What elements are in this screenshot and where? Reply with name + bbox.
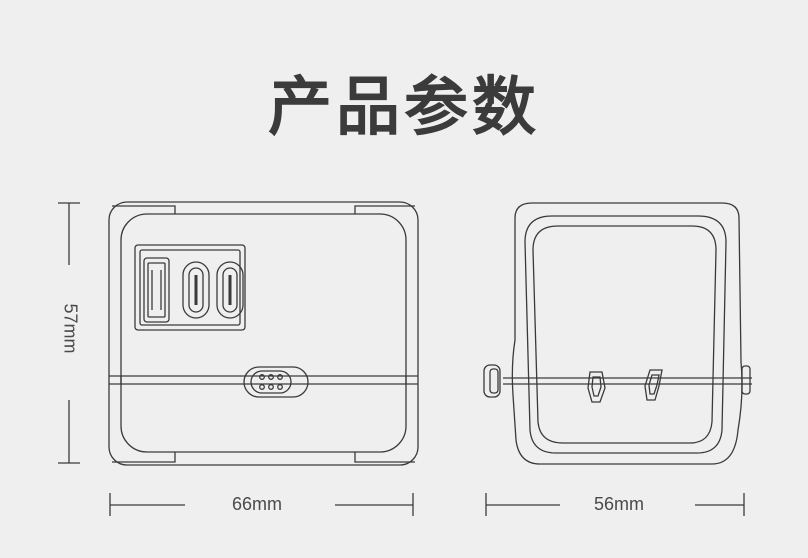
usb-a-port-icon bbox=[143, 257, 170, 323]
side-knob-icon bbox=[741, 365, 751, 395]
side-width-dimension bbox=[485, 493, 745, 516]
plug-pin-icon bbox=[644, 369, 663, 401]
plug-pin-icon bbox=[587, 371, 606, 403]
height-label: 57mm bbox=[60, 303, 81, 354]
front-width-label: 66mm bbox=[232, 494, 283, 514]
front-width-dimension bbox=[109, 493, 414, 516]
usb-c-port-icon bbox=[182, 261, 210, 319]
slider-button-icon bbox=[243, 366, 309, 398]
side-knob-icon bbox=[483, 364, 501, 398]
port-panel bbox=[134, 244, 246, 331]
usb-c-port-icon bbox=[216, 261, 244, 319]
height-dimension bbox=[58, 202, 80, 464]
front-view bbox=[108, 201, 419, 466]
page-title: 产品参数 bbox=[268, 71, 540, 145]
side-view bbox=[483, 202, 752, 465]
side-width-label: 56mm bbox=[594, 494, 645, 514]
